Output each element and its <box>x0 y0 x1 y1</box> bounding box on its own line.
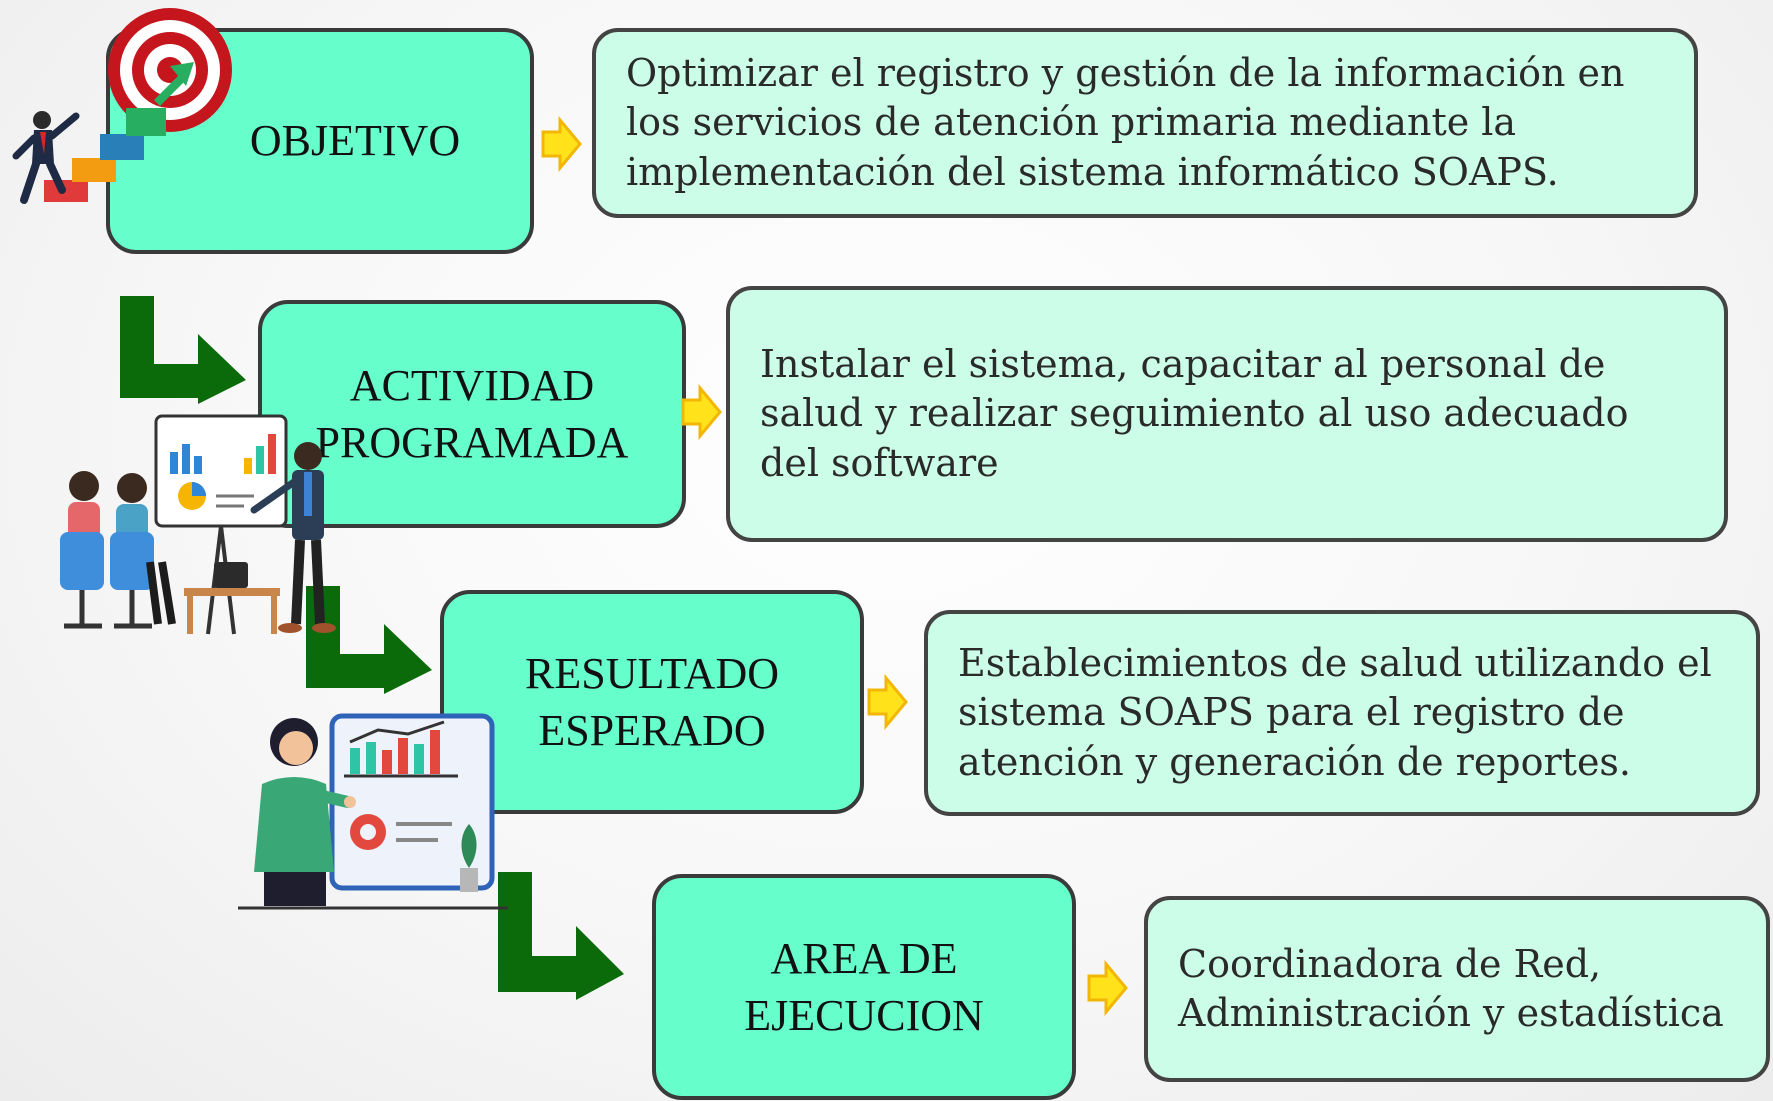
description-box-objetivo: Optimizar el registro y gestión de la in… <box>592 28 1698 218</box>
pointer-arrow-4 <box>1087 960 1128 1016</box>
description-box-area-de-ejecucion: Coordinadora de Red, Administración y es… <box>1144 896 1770 1082</box>
label-box-resultado-esperado: RESULTADO ESPERADO <box>440 590 864 814</box>
label-box-actividad-programada: ACTIVIDAD PROGRAMADA <box>258 300 686 528</box>
label-text: RESULTADO ESPERADO <box>525 648 779 755</box>
analytics-presenter-icon <box>238 713 508 910</box>
pointer-arrow-2 <box>681 384 722 440</box>
label-text: ACTIVIDAD PROGRAMADA <box>315 360 629 467</box>
description-text: Instalar el sistema, capacitar al person… <box>760 341 1629 485</box>
connector-arrow-1 <box>120 296 246 404</box>
description-text: Establecimientos de salud utilizando el … <box>958 640 1712 784</box>
connector-arrow-2 <box>306 586 432 694</box>
pointer-arrow-3 <box>867 674 908 730</box>
pointer-arrow-1 <box>541 116 582 172</box>
target-staircase-icon <box>12 8 232 204</box>
label-text: OBJETIVO <box>249 116 461 166</box>
description-box-resultado-esperado: Establecimientos de salud utilizando el … <box>924 610 1760 816</box>
connector-arrow-3 <box>498 872 624 1000</box>
description-text: Optimizar el registro y gestión de la in… <box>626 50 1625 194</box>
presentation-meeting-icon <box>60 414 336 635</box>
description-box-actividad-programada: Instalar el sistema, capacitar al person… <box>726 286 1728 542</box>
description-text: Coordinadora de Red, Administración y es… <box>1178 941 1724 1035</box>
label-box-area-de-ejecucion: AREA DE EJECUCION <box>652 874 1076 1100</box>
label-text: AREA DE EJECUCION <box>744 933 984 1040</box>
